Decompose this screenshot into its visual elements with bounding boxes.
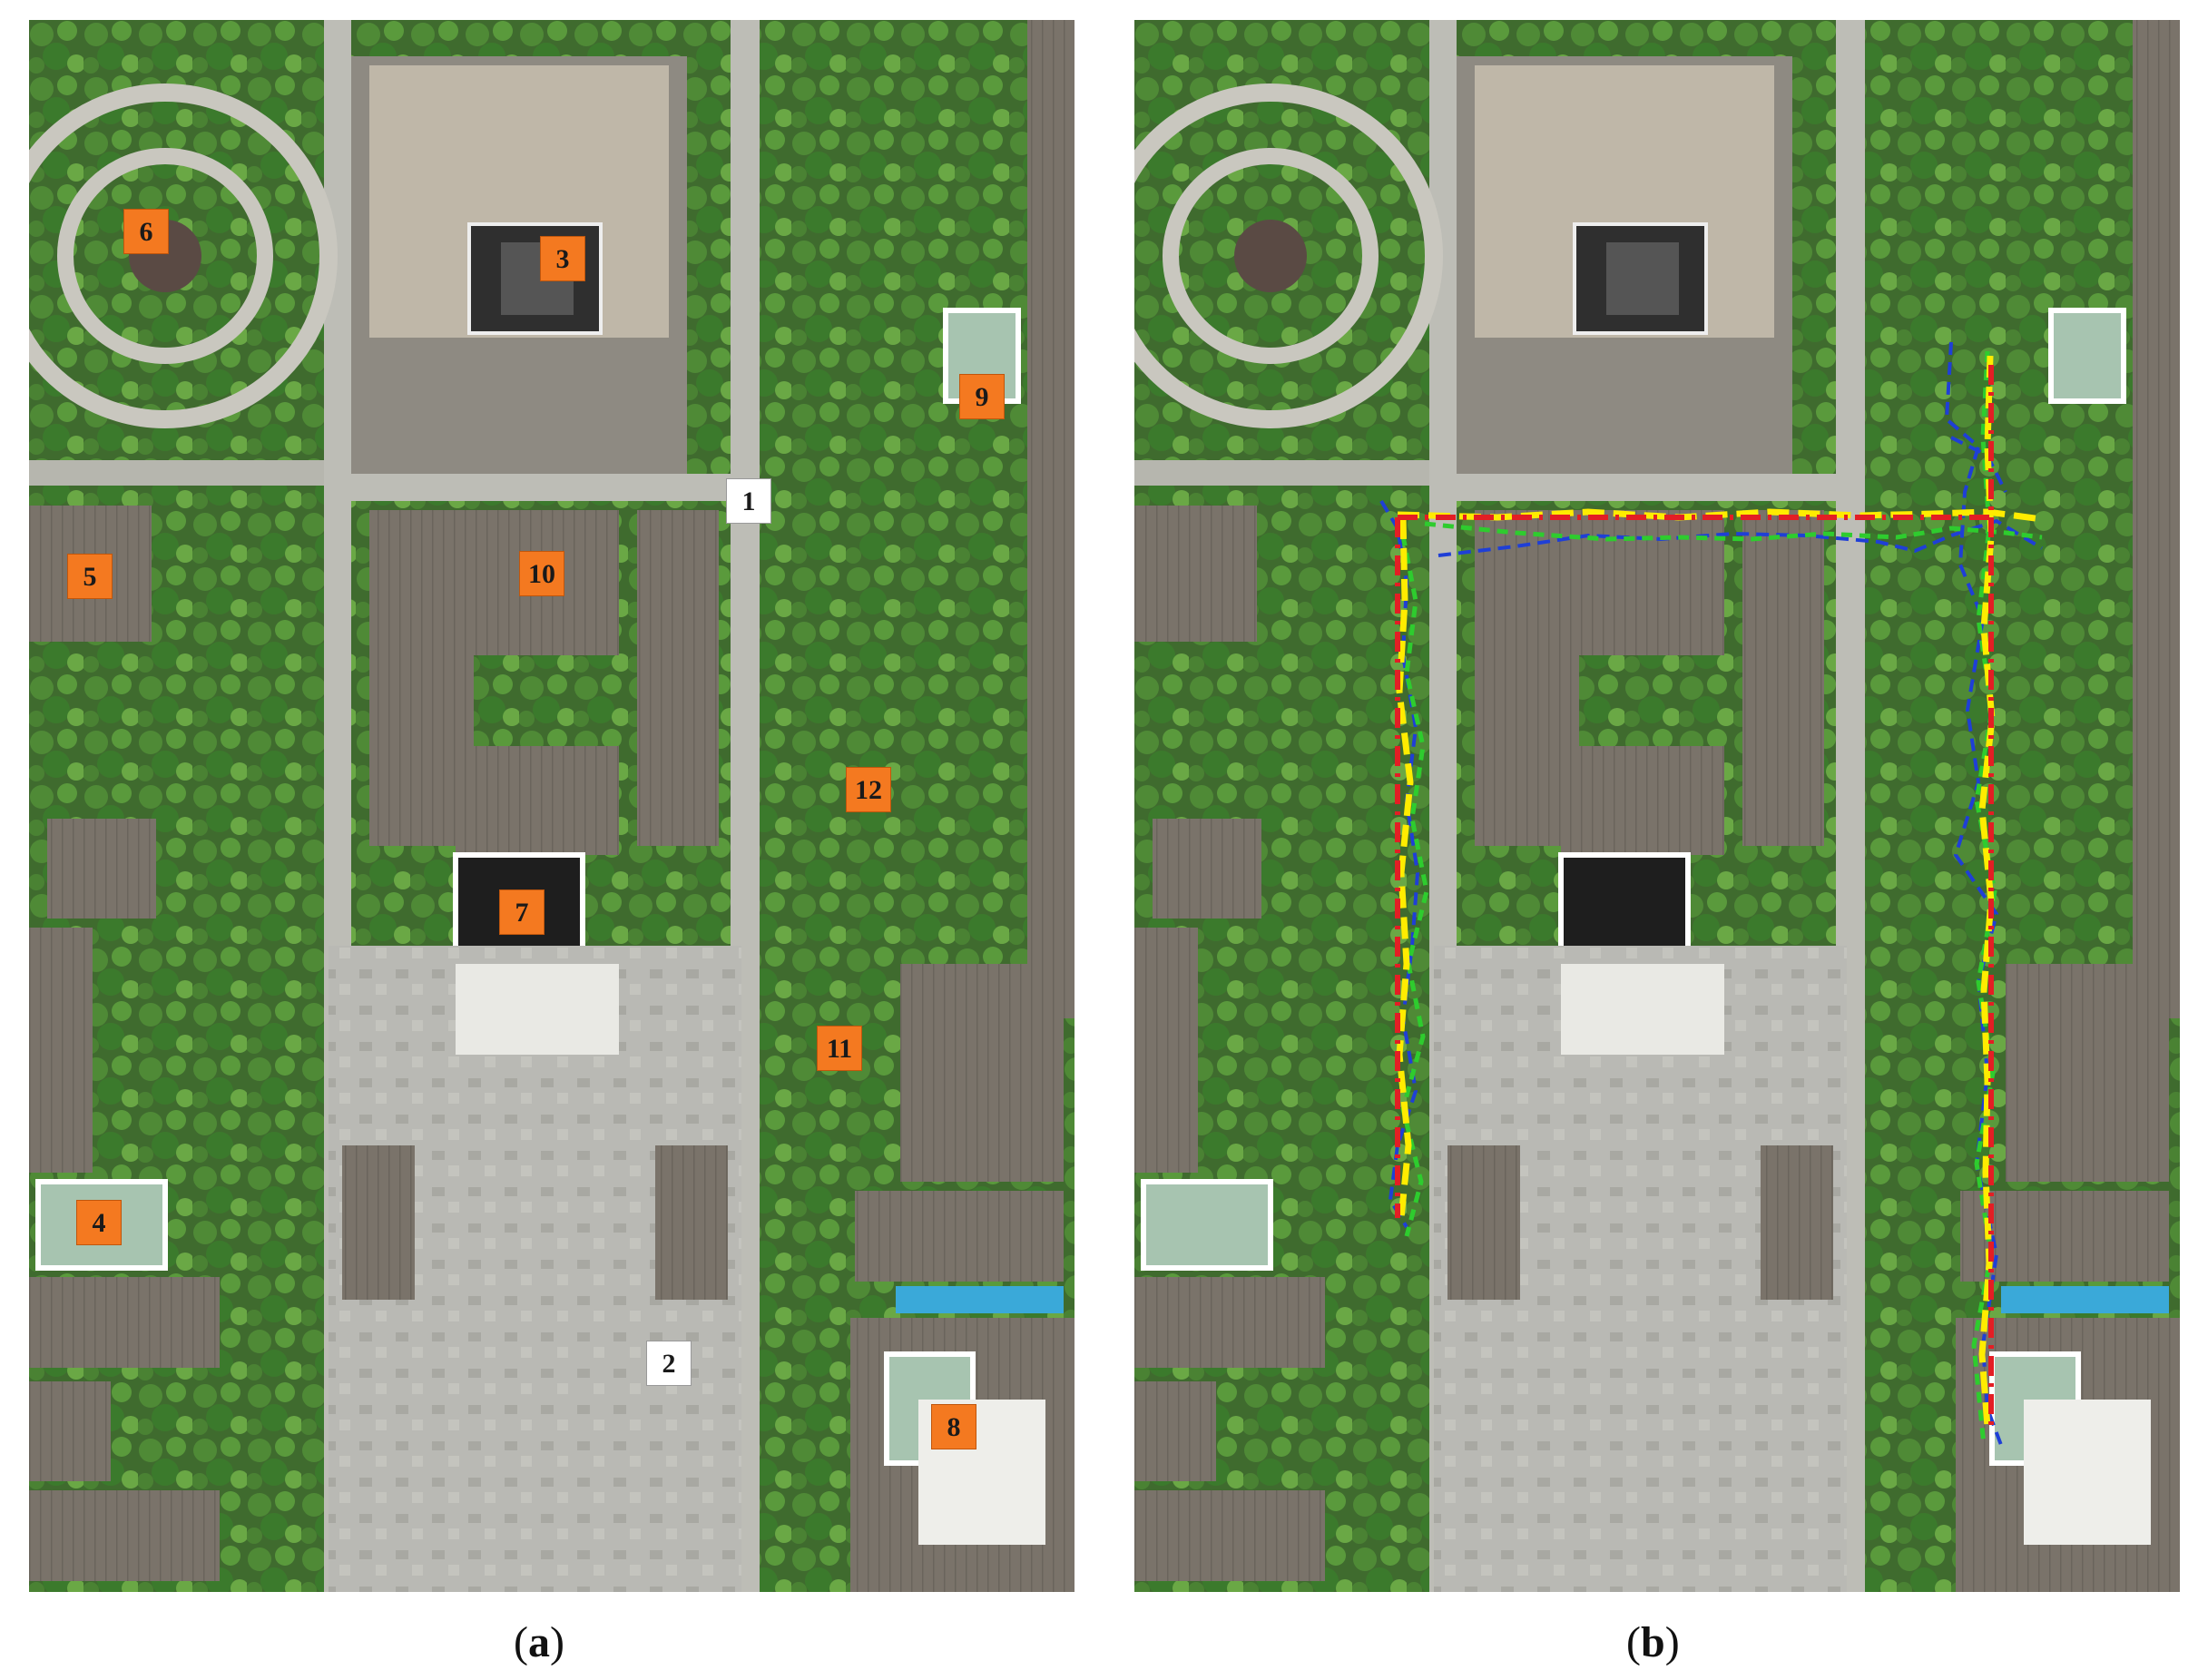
road-crossing [1429,474,1865,501]
plaza-hall-east [655,1145,728,1300]
plaza-steps [456,964,619,1055]
hall-east-wing [637,510,719,846]
aerial-map-b [1134,20,2180,1592]
location-label-9: 9 [959,374,1005,419]
caption-a: (a) [514,1618,564,1666]
hall-west-4 [1134,1381,1216,1481]
hall-east-strip [1027,20,1074,1018]
hall-west-3 [1134,1277,1325,1368]
aerial-map-a [29,20,1074,1592]
location-label-11: 11 [817,1026,862,1071]
garden-ring-outer [29,84,338,428]
location-label-8: 8 [931,1404,976,1449]
hall-west-2 [29,928,93,1173]
hall-east-wing [1742,510,1824,846]
blue-roof [2001,1286,2169,1313]
hall-east-courtyard [900,964,1064,1182]
building-8-annex [2024,1400,2151,1545]
aerial-map-panel-b [1134,20,2180,1592]
garden-ring-outer [1134,84,1443,428]
plaza-steps [1561,964,1724,1055]
hall-east-courtyard [2006,964,2169,1182]
plaza-hall-east [1761,1145,1833,1300]
hall-west-5 [29,1490,220,1581]
garden-pavilion [1234,220,1307,292]
caption-b: (b) [1626,1618,1680,1666]
hall-west-2 [1134,928,1198,1173]
building-4 [1141,1179,1273,1271]
hall-east-strip [2133,20,2180,1018]
hall-west-4 [29,1381,111,1481]
trajectory-red [1395,365,1994,1427]
location-label-5: 5 [67,554,113,599]
location-label-2: 2 [646,1341,692,1386]
hall-west-1 [1153,819,1261,919]
garden-ring-inner [57,148,273,364]
location-label-1: 1 [726,478,771,524]
location-label-10: 10 [519,551,564,596]
location-label-4: 4 [76,1200,122,1245]
pagoda-center [1606,242,1679,315]
plaza-hall-west [342,1145,415,1300]
location-label-3: 3 [540,236,585,281]
hall-5 [1134,506,1257,642]
hall-10 [1561,510,1724,655]
hall-east-2 [855,1191,1064,1282]
location-label-7: 7 [499,889,545,935]
road-west-branch [1134,460,1429,486]
location-label-6: 6 [123,209,169,254]
hall-middle [456,746,619,855]
building-9 [2048,308,2126,404]
hall-west-3 [29,1277,220,1368]
location-label-12: 12 [846,767,891,812]
blue-roof [896,1286,1064,1313]
hall-middle [1561,746,1724,855]
garden-ring-inner [1163,148,1379,364]
road-west-branch [29,460,324,486]
hall-west-5 [1134,1490,1325,1581]
plaza-hall-west [1447,1145,1520,1300]
aerial-map-panel-a: 1 2 3 4 5 6 7 8 9 10 11 12 [29,20,1074,1592]
hall-west-1 [47,819,156,919]
road-crossing [324,474,760,501]
